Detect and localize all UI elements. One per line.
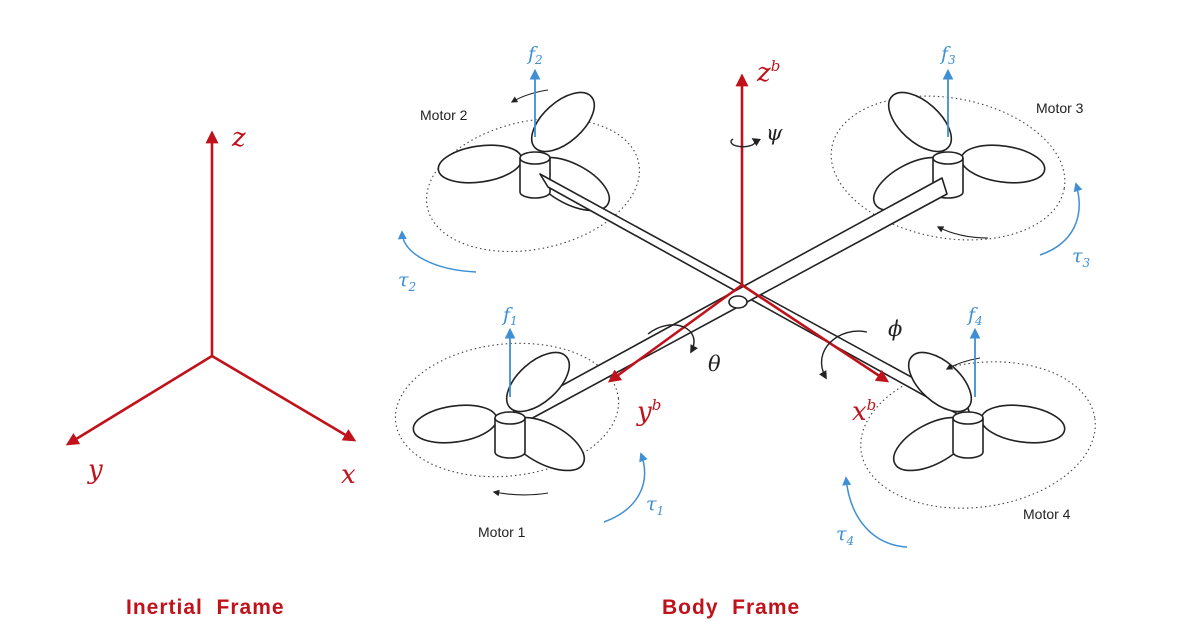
inertial-y-label: y xyxy=(87,455,103,485)
force-label-f1: f1 xyxy=(501,304,518,328)
body-frame-title: Body Frame xyxy=(662,596,800,619)
motor4-spin-arrow xyxy=(945,357,981,370)
force-label-f4: f4 xyxy=(966,304,983,328)
inertial-z-label: z xyxy=(231,123,246,153)
body-y-label: yb xyxy=(636,396,661,427)
inertial-x-label: x xyxy=(341,460,356,490)
motor-4 xyxy=(884,340,1068,483)
motor1-rotation-path xyxy=(394,342,620,478)
motor-3 xyxy=(864,80,1048,223)
motor-1-label: Motor 1 xyxy=(478,524,526,540)
torque-arc-tau2 xyxy=(397,230,477,273)
torque-label-tau3: τ3 xyxy=(1072,245,1091,270)
motor-3-label: Motor 3 xyxy=(1036,100,1084,116)
motor1-spin-arrow xyxy=(492,489,549,497)
roll-label: ϕ xyxy=(888,317,902,341)
motor-4-label: Motor 4 xyxy=(1023,506,1071,522)
inertial-x-axis xyxy=(211,354,357,442)
yaw-rotation-arrow xyxy=(730,138,761,148)
pitch-rotation-arrow xyxy=(647,324,698,354)
pitch-label: θ xyxy=(708,352,721,376)
motor2-rotation-path xyxy=(425,117,641,253)
inertial-frame: z y x Inertial Frame xyxy=(65,123,357,619)
force-label-f2: f2 xyxy=(526,43,543,67)
motor-2-label: Motor 2 xyxy=(420,107,468,123)
body-frame: zb yb xb ψ θ ϕ f1 f2 f3 f4 τ1 τ2 τ3 xyxy=(394,43,1096,619)
motor-2 xyxy=(435,80,619,223)
arm-end-cap xyxy=(728,295,748,309)
motor3-rotation-path xyxy=(830,95,1066,241)
torque-arc-tau4 xyxy=(842,476,908,548)
body-x-axis xyxy=(741,283,890,383)
inertial-frame-title: Inertial Frame xyxy=(126,596,285,619)
torque-label-tau4: τ4 xyxy=(836,523,854,548)
torque-arc-tau1 xyxy=(603,452,648,523)
body-z-label: zb xyxy=(756,57,780,88)
torque-label-tau2: τ2 xyxy=(398,269,416,294)
body-y-axis xyxy=(607,283,743,383)
motor3-spin-arrow xyxy=(936,226,989,239)
torque-label-tau1: τ1 xyxy=(646,493,664,518)
torque-arc-tau3 xyxy=(1039,182,1083,256)
inertial-y-axis xyxy=(65,354,213,446)
body-x-label: xb xyxy=(852,396,876,427)
roll-rotation-arrow xyxy=(819,330,868,380)
arm-motor1-motor3 xyxy=(505,177,948,429)
yaw-label: ψ xyxy=(766,121,783,145)
motor4-rotation-path xyxy=(860,361,1096,509)
force-label-f3: f3 xyxy=(939,43,956,67)
motor2-spin-arrow xyxy=(510,89,549,103)
